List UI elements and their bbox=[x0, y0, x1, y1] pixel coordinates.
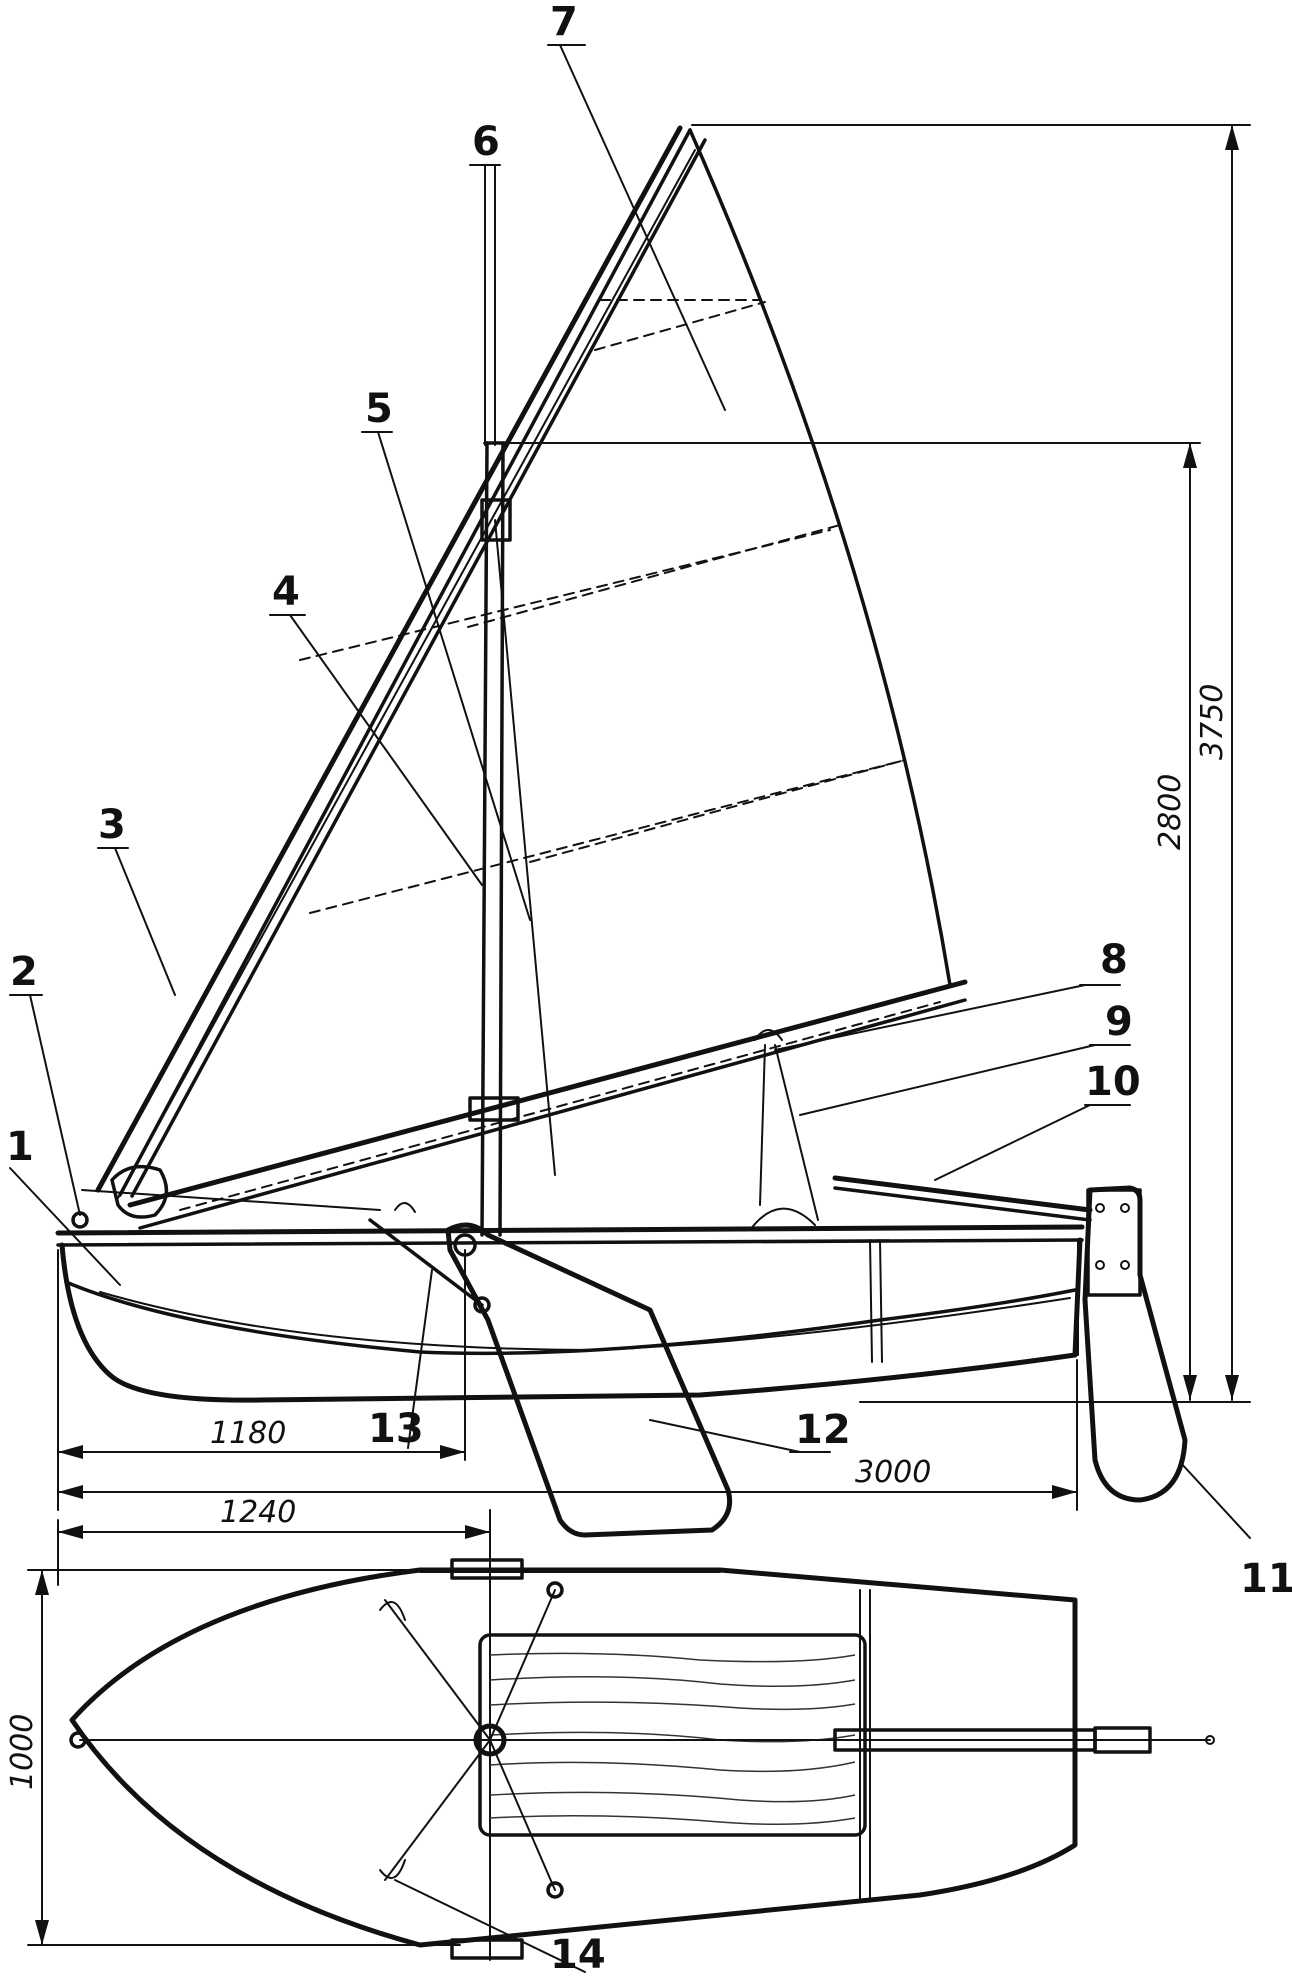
dim-1240: 1240 bbox=[220, 1495, 296, 1530]
dimension-lines bbox=[27, 124, 1251, 1946]
rudder bbox=[1082, 1185, 1188, 1503]
yard-spar bbox=[95, 125, 707, 1219]
callout-13: 13 bbox=[368, 1406, 424, 1452]
dim-3000: 3000 bbox=[855, 1455, 931, 1490]
callout-12: 12 bbox=[795, 1407, 851, 1453]
callout-10: 10 bbox=[1085, 1059, 1141, 1105]
plan-view bbox=[69, 1558, 1215, 1961]
callout-2: 2 bbox=[10, 949, 38, 995]
callout-9: 9 bbox=[1105, 999, 1133, 1045]
callout-1: 1 bbox=[6, 1124, 34, 1170]
callout-5: 5 bbox=[365, 386, 393, 432]
plan-mast bbox=[473, 1723, 507, 1757]
callout-numbers: 1 2 3 4 5 6 7 8 9 10 11 12 13 14 bbox=[6, 0, 1292, 1977]
leeboard-bracket bbox=[368, 1218, 484, 1307]
halyard-line bbox=[494, 519, 556, 1176]
dim-1000: 1000 bbox=[5, 1714, 40, 1790]
callout-4: 4 bbox=[272, 569, 300, 615]
dimension-labels: 1180 3000 1240 1000 2800 3750 bbox=[5, 684, 1230, 1790]
tiller bbox=[832, 1175, 1093, 1222]
callout-3: 3 bbox=[98, 802, 126, 848]
dim-1180: 1180 bbox=[210, 1416, 286, 1451]
sheet-coil bbox=[749, 1207, 816, 1231]
cleat bbox=[394, 1202, 416, 1213]
callout-leaders bbox=[9, 44, 1251, 1973]
leeboard bbox=[445, 1222, 733, 1538]
sheet-line bbox=[754, 1029, 819, 1221]
dim-3750: 3750 bbox=[1195, 684, 1230, 760]
callout-7: 7 bbox=[550, 0, 578, 45]
callout-14: 14 bbox=[550, 1932, 606, 1977]
callout-8: 8 bbox=[1100, 937, 1128, 983]
cockpit-floorboards bbox=[478, 1633, 867, 1837]
forestay-line bbox=[81, 1189, 381, 1211]
side-view bbox=[55, 125, 1188, 1538]
callout-11: 11 bbox=[1240, 1556, 1292, 1602]
callout-6: 6 bbox=[472, 119, 500, 165]
hull bbox=[55, 1224, 1085, 1403]
dim-2800: 2800 bbox=[1153, 774, 1188, 850]
sail bbox=[118, 128, 952, 1197]
